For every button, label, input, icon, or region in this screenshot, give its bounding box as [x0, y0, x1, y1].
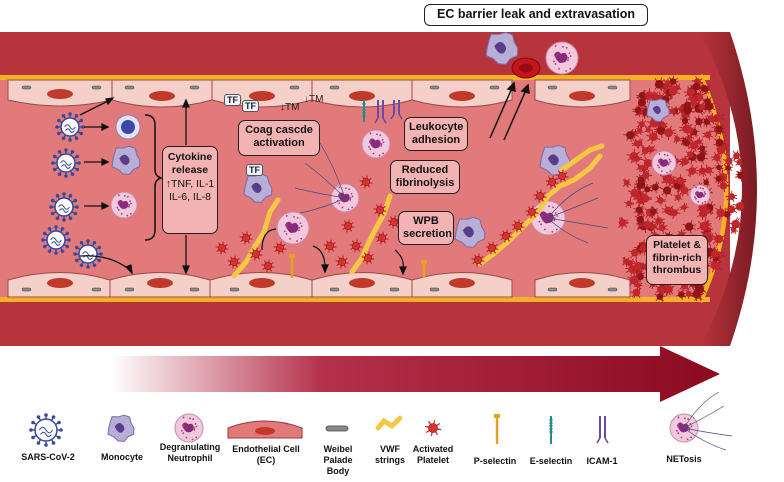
legend-weibel-icon [326, 426, 348, 431]
legend-label-vwf: VWF strings [370, 444, 410, 466]
neutrophil-icon [546, 42, 578, 74]
legend-sars-cov-2-icon [29, 413, 63, 447]
legend-vwf-icon [378, 418, 400, 428]
legend-label-icam: ICAM-1 [580, 456, 624, 467]
legend-neutrophil-icon [175, 414, 203, 442]
cytokine-line2: IL-6, IL-8 [165, 191, 215, 204]
tf-label-1: TF [224, 94, 241, 106]
cytokine-line1: ↑TNF, IL-1 [165, 178, 215, 191]
legend-label-neutrophil: Degranulating Neutrophil [154, 442, 226, 464]
progression-arrow [110, 346, 720, 402]
title-box-text: EC barrier leak and extravasation [437, 7, 635, 21]
wpb-text: WPB secretion [403, 215, 452, 240]
legend-label-sars: SARS-CoV-2 [16, 452, 80, 463]
thrombus-text: Platelet & fibrin-rich thrombus [653, 239, 702, 276]
neutrophil-icon [652, 151, 676, 175]
tf-label-2: TF [242, 100, 259, 112]
legend-label-eselectin: E-selectin [524, 456, 578, 467]
neutrophil-icon [362, 130, 390, 158]
legend-platelet-icon [425, 420, 441, 436]
e-selectin-icon [549, 416, 553, 444]
coag-text: Coag cascde activation [245, 124, 313, 149]
legend-label-ec: Endothelial Cell (EC) [232, 444, 300, 466]
cytokine-title: Cytokine release [165, 151, 215, 176]
wpb-box: WPB secretion [398, 211, 454, 245]
neutrophil-icon [111, 192, 137, 218]
icam-1-icon [597, 416, 608, 443]
legend-icons [29, 392, 732, 450]
legend-label-netosis: NETosis [660, 454, 708, 465]
reduced-text: Reduced fibrinolysis [396, 164, 455, 189]
leukocyte-text: Leukocyte adhesion [409, 121, 463, 146]
thrombus-box: Platelet & fibrin-rich thrombus [646, 235, 708, 285]
leukocyte-box: Leukocyte adhesion [404, 117, 468, 151]
legend-label-platelet: Activated Platelet [410, 444, 456, 466]
legend-label-pselectin: P-selectin [466, 456, 524, 467]
tf-label-3: TF [246, 164, 263, 176]
lower-basement-membrane [0, 297, 710, 302]
tm-label-2: ↓TM [280, 102, 299, 113]
upper-basement-membrane [0, 75, 710, 80]
reduced-fibrinolysis-box: Reduced fibrinolysis [390, 160, 460, 194]
legend-label-weibel: Weibel Palade Body [312, 444, 364, 476]
tm-label-1: ↓TM [304, 94, 323, 105]
p-selectin-icon [494, 414, 500, 444]
neutrophil-icon [277, 212, 309, 244]
legend-monocyte-icon [108, 415, 134, 441]
cytokine-box: Cytokine release ↑TNF, IL-1 IL-6, IL-8 [162, 146, 218, 234]
coag-box: Coag cascde activation [238, 120, 320, 156]
neutrophil-icon [690, 185, 710, 205]
legend-label-monocyte: Monocyte [98, 452, 146, 463]
title-box: EC barrier leak and extravasation [424, 4, 648, 26]
